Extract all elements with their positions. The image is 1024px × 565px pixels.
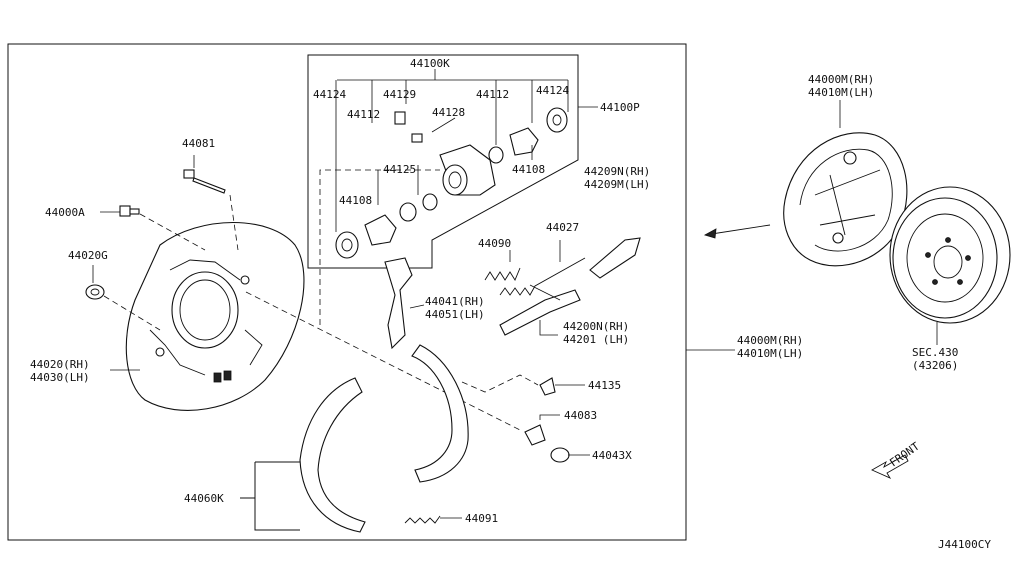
label-44027: 44027 [546,221,579,234]
label-44091: 44091 [465,512,498,525]
label-sec430: SEC.430 [912,346,958,359]
label-44010M-lh-top: 44010M(LH) [808,86,874,99]
label-44081: 44081 [182,137,215,150]
nut-drawing [85,284,105,300]
label-44201-lh: 44201 (LH) [563,333,629,346]
backing-plate-drawing [125,222,305,411]
assembled-brake-drawing [783,132,908,267]
label-44200N-rh: 44200N(RH) [563,320,629,333]
label-44000A: 44000A [45,206,85,219]
label-44060K: 44060K [184,492,224,505]
label-44090: 44090 [478,237,511,250]
label-44010M-lh-mid: 44010M(LH) [737,347,803,360]
hardware-leaders [440,384,590,519]
shoe-set-bracket [240,461,300,531]
kit-bracket-lines [335,79,569,232]
label-44125: 44125 [383,163,416,176]
brake-shoes-drawing [299,344,469,533]
label-44043X: 44043X [592,449,632,462]
pin-drawing [183,169,226,194]
nut-dash [103,295,161,331]
assembly-arrow-head [703,228,717,239]
front-label: FRONT [887,440,922,470]
brake-drum-drawing [889,186,1011,324]
hardware-dash [461,374,539,393]
diagram-id: J44100CY [938,538,991,551]
wheel-cylinder-drawing [335,107,568,259]
cylinder-leaders [377,117,533,205]
wheel-cylinder-kit-box [307,54,579,269]
label-44124-left: 44124 [313,88,346,101]
label-44051-lh: 44051(LH) [425,308,485,321]
label-44112-right: 44112 [476,88,509,101]
bolt-drawing [119,205,140,217]
label-44112-left: 44112 [347,108,380,121]
main-frame [7,43,687,541]
label-44108-right: 44108 [512,163,545,176]
front-arrow-icon [871,454,909,479]
label-44209M-lh: 44209M(LH) [584,178,650,191]
label-44100P: 44100P [600,101,640,114]
label-44209N-rh: 44209N(RH) [584,165,650,178]
adjuster-dash [245,291,521,431]
label-44000M-rh-mid: 44000M(RH) [737,334,803,347]
label-44041-rh: 44041(RH) [425,295,485,308]
label-44083: 44083 [564,409,597,422]
label-43206: (43206) [912,359,958,372]
label-44128: 44128 [432,106,465,119]
label-44020G: 44020G [68,249,108,262]
label-44108-left: 44108 [339,194,372,207]
lever-leaders [409,304,558,336]
cylinder-dash [319,169,440,325]
label-44135: 44135 [588,379,621,392]
label-44129: 44129 [383,88,416,101]
label-44124-right: 44124 [536,84,569,97]
label-44020-rh: 44020(RH) [30,358,90,371]
label-44100K: 44100K [410,57,450,70]
label-44030-lh: 44030(LH) [30,371,90,384]
bolt-dash [139,213,206,251]
spring-leaders [509,240,561,301]
springs-drawing [384,237,641,524]
label-44000M-rh-top: 44000M(RH) [808,73,874,86]
